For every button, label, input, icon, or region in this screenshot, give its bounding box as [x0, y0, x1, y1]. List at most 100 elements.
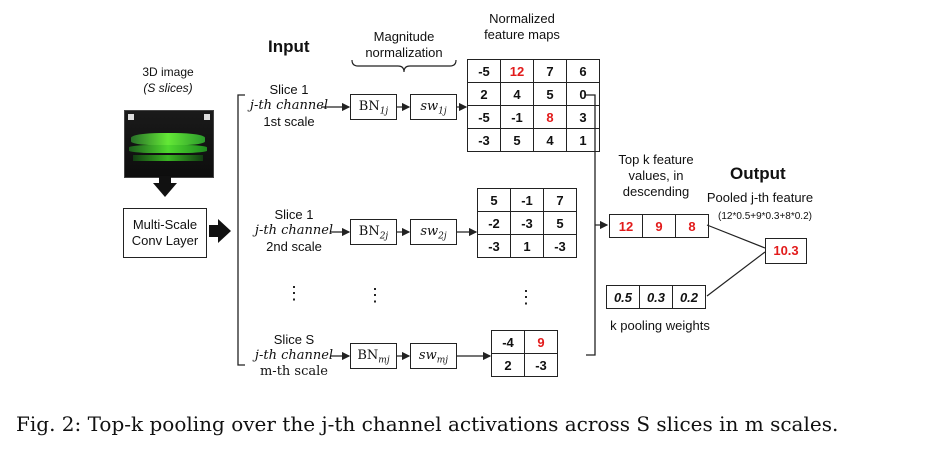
- conv-layer-line2: Conv Layer: [131, 233, 199, 248]
- slice-label-1: Slice 1 j-th channel 1st scale: [249, 82, 329, 130]
- down-arrow-icon: [153, 183, 177, 197]
- input-header: Input: [268, 37, 310, 56]
- bn-3-sub: mj: [378, 355, 390, 366]
- topk-value-cell: 8: [675, 214, 709, 238]
- slice-3-line3: m-th scale: [259, 364, 328, 379]
- sw-box-1: sw1j: [410, 94, 457, 120]
- slice-1-line2: j-th channel: [249, 98, 329, 113]
- weight-cell: 0.2: [672, 285, 706, 309]
- bn-3-text: BN: [357, 348, 379, 363]
- grid-cell: 5: [543, 211, 577, 235]
- grid-cell: 9: [524, 330, 558, 354]
- grid-cell: 8: [533, 105, 567, 129]
- slice-2-line1: Slice 1: [274, 207, 314, 222]
- sw-3-text: sw: [418, 348, 437, 363]
- grid-cell: 4: [533, 128, 567, 152]
- figure-caption: Fig. 2: Top-k pooling over the j-th chan…: [16, 412, 839, 436]
- slice-3-line2: j-th channel: [254, 348, 334, 363]
- bn-2-text: BN: [358, 224, 380, 239]
- sw-3-sub: mj: [436, 355, 449, 366]
- sw-1-text: sw: [420, 99, 439, 114]
- weight-cell: 0.3: [639, 285, 673, 309]
- grid-cell: -3: [477, 234, 511, 258]
- magnitude-label-line1: Magnitude: [373, 29, 435, 44]
- slice-1-line3: 1st scale: [263, 114, 315, 129]
- right-arrow-stem: [209, 225, 218, 237]
- ellipsis-3: ⋮: [517, 287, 535, 307]
- grid-cell: 3: [566, 105, 600, 129]
- output-header: Output: [730, 164, 786, 183]
- grid-cell: -3: [510, 211, 544, 235]
- grid-cell: -5: [467, 59, 501, 83]
- grid-cell: 2: [491, 353, 525, 377]
- magnitude-label: Magnitude normalization: [352, 29, 456, 61]
- bn-box-3: BNmj: [350, 343, 397, 369]
- normalized-label-line1: Normalized: [489, 11, 555, 26]
- magnitude-label-line2: normalization: [365, 45, 443, 60]
- topk-label-line2: values, in: [628, 168, 684, 183]
- bn-1-text: BN: [358, 99, 380, 114]
- grid-cell: -1: [500, 105, 534, 129]
- grid-row: 2-3: [491, 353, 558, 377]
- weights-label: k pooling weights: [610, 318, 710, 333]
- slice-2-line3: 2nd scale: [266, 239, 322, 254]
- bn-1-sub: 1j: [379, 106, 389, 117]
- topk-label-line3: descending: [622, 184, 690, 199]
- slice-2-line2: j-th channel: [254, 223, 334, 238]
- slice-1-line1: Slice 1: [269, 82, 309, 97]
- grid-cell: 0: [566, 82, 600, 106]
- grid-cell: 7: [533, 59, 567, 83]
- grid-cell: -5: [467, 105, 501, 129]
- grid-cell: -3: [467, 128, 501, 152]
- slice-label-2: Slice 1 j-th channel 2nd scale: [249, 207, 339, 255]
- grid-cell: 5: [477, 188, 511, 212]
- image-label: 3D image (S slices): [118, 64, 218, 96]
- pooling-formula: (12*0.5+9*0.3+8*0.2): [718, 211, 812, 222]
- sw-box-3: swmj: [410, 343, 457, 369]
- sw-2-sub: 2j: [438, 231, 447, 242]
- pooled-label: Pooled j-th feature: [706, 190, 814, 205]
- grid-cell: 4: [500, 82, 534, 106]
- grid-cell: 1: [510, 234, 544, 258]
- image-label-line2: (S slices): [143, 81, 193, 95]
- grid-cell: -2: [477, 211, 511, 235]
- slice-3-line1: Slice S: [273, 332, 315, 347]
- weight-cell: 0.5: [606, 285, 640, 309]
- sw-2-text: sw: [420, 224, 439, 239]
- slice-label-3: Slice S j-th channel m-th scale: [249, 332, 339, 380]
- conv-layer-line1: Multi-Scale: [132, 217, 198, 232]
- topk-value-cell: 12: [609, 214, 643, 238]
- grid-cell: 2: [467, 82, 501, 106]
- right-arrow-icon: [218, 219, 231, 243]
- pooled-result: 10.3: [765, 238, 807, 264]
- bn-box-1: BN1j: [350, 94, 397, 120]
- down-arrow-stem: [159, 176, 171, 184]
- grid-cell: -4: [491, 330, 525, 354]
- grid-cell: -1: [510, 188, 544, 212]
- bn-2-sub: 2j: [379, 231, 389, 242]
- sw-box-2: sw2j: [410, 219, 457, 245]
- grid-cell: 6: [566, 59, 600, 83]
- topk-label: Top k feature values, in descending: [602, 152, 710, 200]
- grid-cell: -3: [543, 234, 577, 258]
- ellipsis-2: ⋮: [366, 285, 384, 305]
- bn-box-2: BN2j: [350, 219, 397, 245]
- grid-cell: 5: [533, 82, 567, 106]
- grid-cell: 5: [500, 128, 534, 152]
- topk-value-cell: 9: [642, 214, 676, 238]
- grid-cell: 7: [543, 188, 577, 212]
- conv-layer-box: Multi-Scale Conv Layer: [123, 208, 207, 258]
